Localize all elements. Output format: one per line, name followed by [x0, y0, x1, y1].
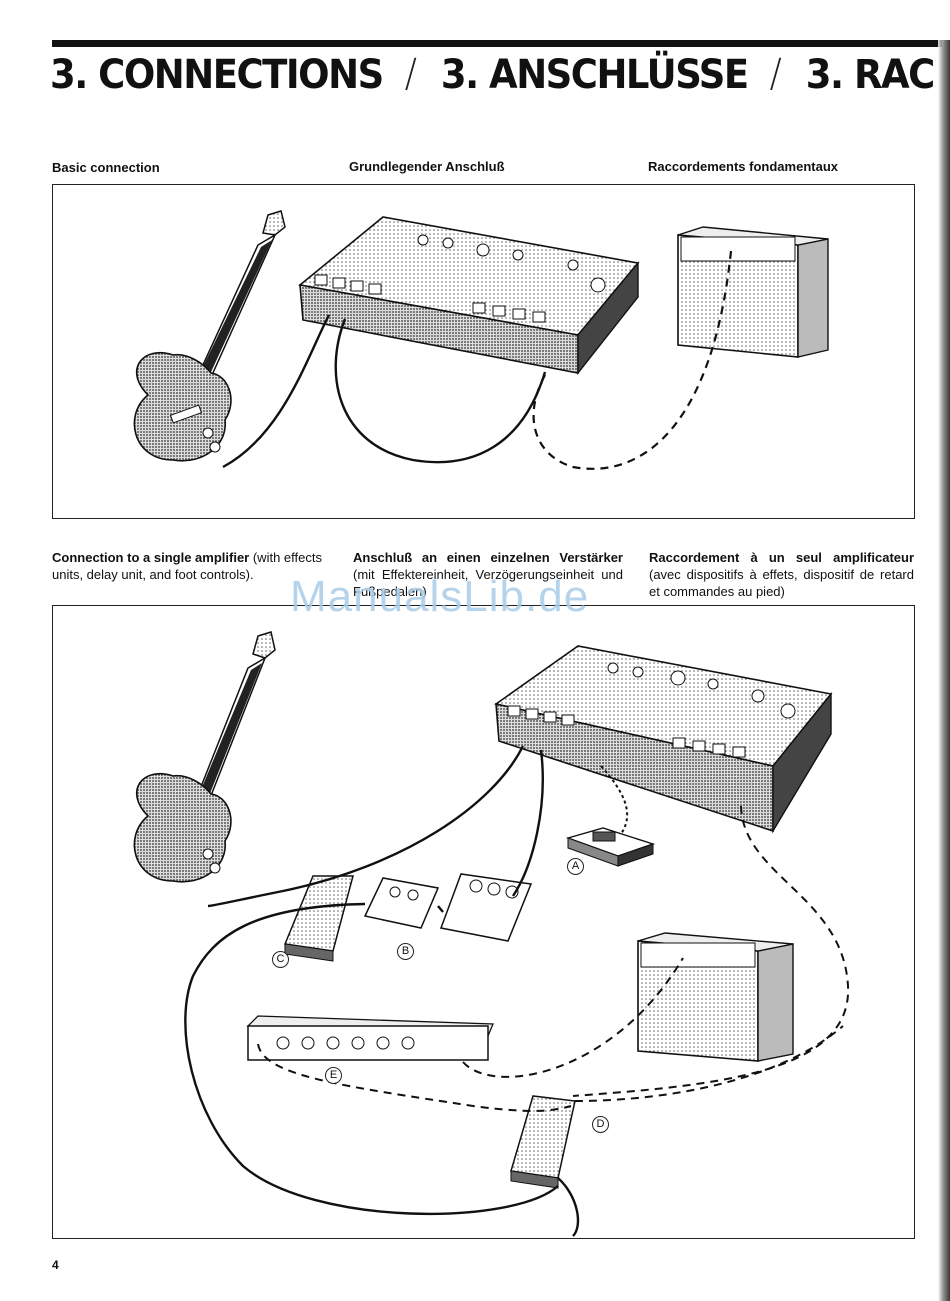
callout-e: E — [325, 1067, 342, 1084]
page-heading: 3. CONNECTIONS / 3. ANSCHLÜSSE / 3. RAC — [50, 50, 940, 104]
electric-guitar-illustration — [133, 210, 286, 462]
callout-d: D — [592, 1116, 609, 1133]
section1-title-de: Grundlegender Anschluß — [349, 159, 505, 174]
foot-switch-a-illustration — [565, 827, 656, 867]
section2-title-en: Connection to a single amplifier — [52, 550, 250, 565]
section1-title-en: Basic connection — [52, 160, 160, 175]
basic-connection-diagram — [52, 184, 915, 519]
callout-c: C — [272, 951, 289, 968]
volume-pedal-d-illustration — [510, 1095, 576, 1189]
heading-german: 3. ANSCHLÜSSE — [440, 51, 749, 98]
heading-separator: / — [404, 52, 417, 97]
page-number: 4 — [52, 1258, 59, 1272]
callout-b: B — [397, 943, 414, 960]
top-rule — [52, 40, 942, 47]
section2-text-en: (with effects units, delay unit, and foo… — [52, 550, 322, 582]
amplifier-illustration — [637, 932, 794, 1062]
effects-unit-illustration — [298, 216, 640, 376]
section2-caption-de: Anschluß an einen einzelnen Verstärker (… — [353, 549, 623, 600]
single-amplifier-connection-diagram: A B C D E — [52, 605, 915, 1239]
delay-unit-e-illustration — [246, 1015, 494, 1061]
effects-unit-illustration — [494, 645, 833, 834]
section2-caption-en: Connection to a single amplifier (with e… — [52, 549, 322, 583]
manualslib-watermark: ManualsLib.de — [290, 572, 590, 621]
volume-pedal-c-illustration — [283, 875, 354, 962]
amplifier-illustration — [677, 226, 829, 358]
section2-title-de: Anschluß an einen einzelnen Verstärker — [353, 550, 623, 565]
effect-unit-b-small-illustration — [363, 877, 440, 929]
effect-unit-b-large-illustration — [439, 873, 533, 942]
electric-guitar-illustration — [133, 631, 276, 883]
section2-text-fr: (avec dispositifs à effets, dispositif d… — [649, 567, 914, 599]
section1-title-fr: Raccordements fondamentaux — [648, 159, 838, 174]
heading-english: 3. CONNECTIONS — [50, 51, 384, 98]
section2-text-de: (mit Effektereinheit, Verzögerungseinhei… — [353, 567, 623, 599]
page-edge-shadow — [938, 40, 950, 1301]
section2-caption-fr: Raccordement à un seul amplificateur (av… — [649, 549, 914, 600]
callout-a: A — [567, 858, 584, 875]
heading-separator-2: / — [769, 52, 782, 97]
section2-title-fr: Raccordement à un seul amplificateur — [649, 550, 914, 565]
heading-french: 3. RAC — [805, 51, 935, 98]
